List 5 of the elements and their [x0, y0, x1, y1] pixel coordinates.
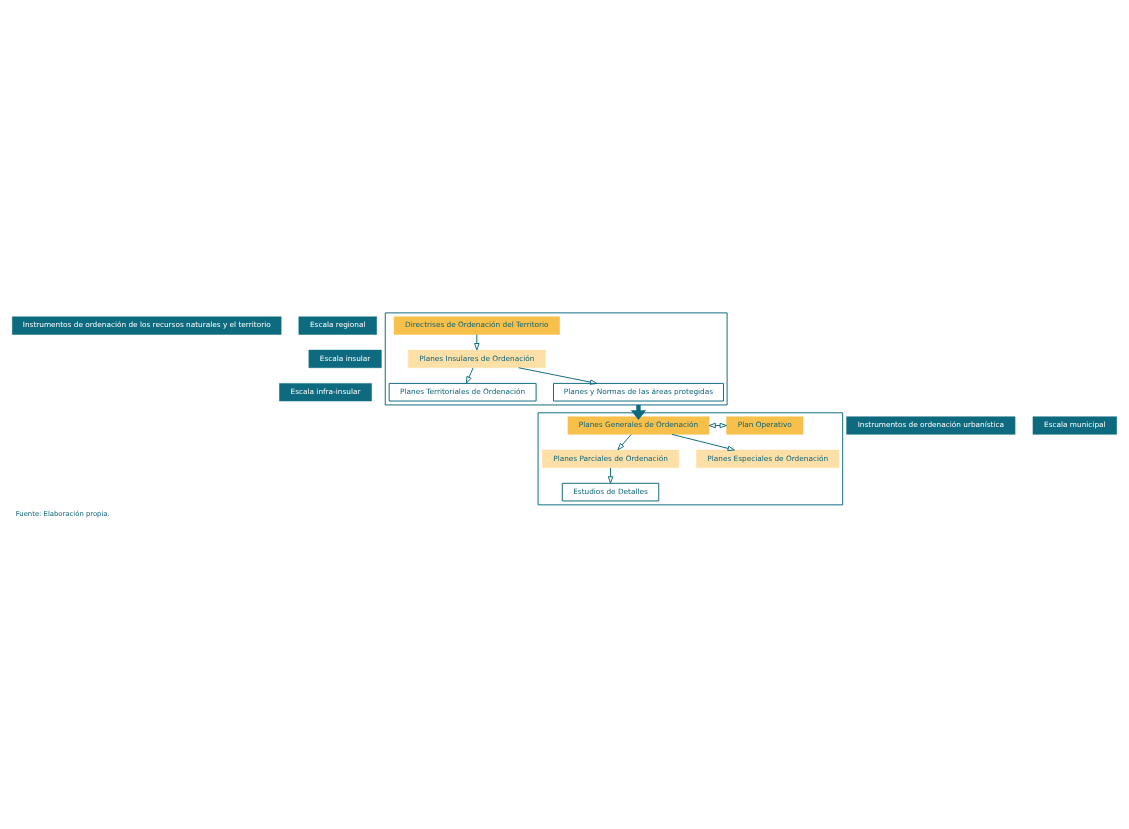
- arrow: [671, 433, 735, 452]
- arrow: [518, 367, 598, 385]
- cluster: [384, 312, 728, 406]
- arrow: [465, 367, 474, 384]
- arrow: [617, 434, 632, 451]
